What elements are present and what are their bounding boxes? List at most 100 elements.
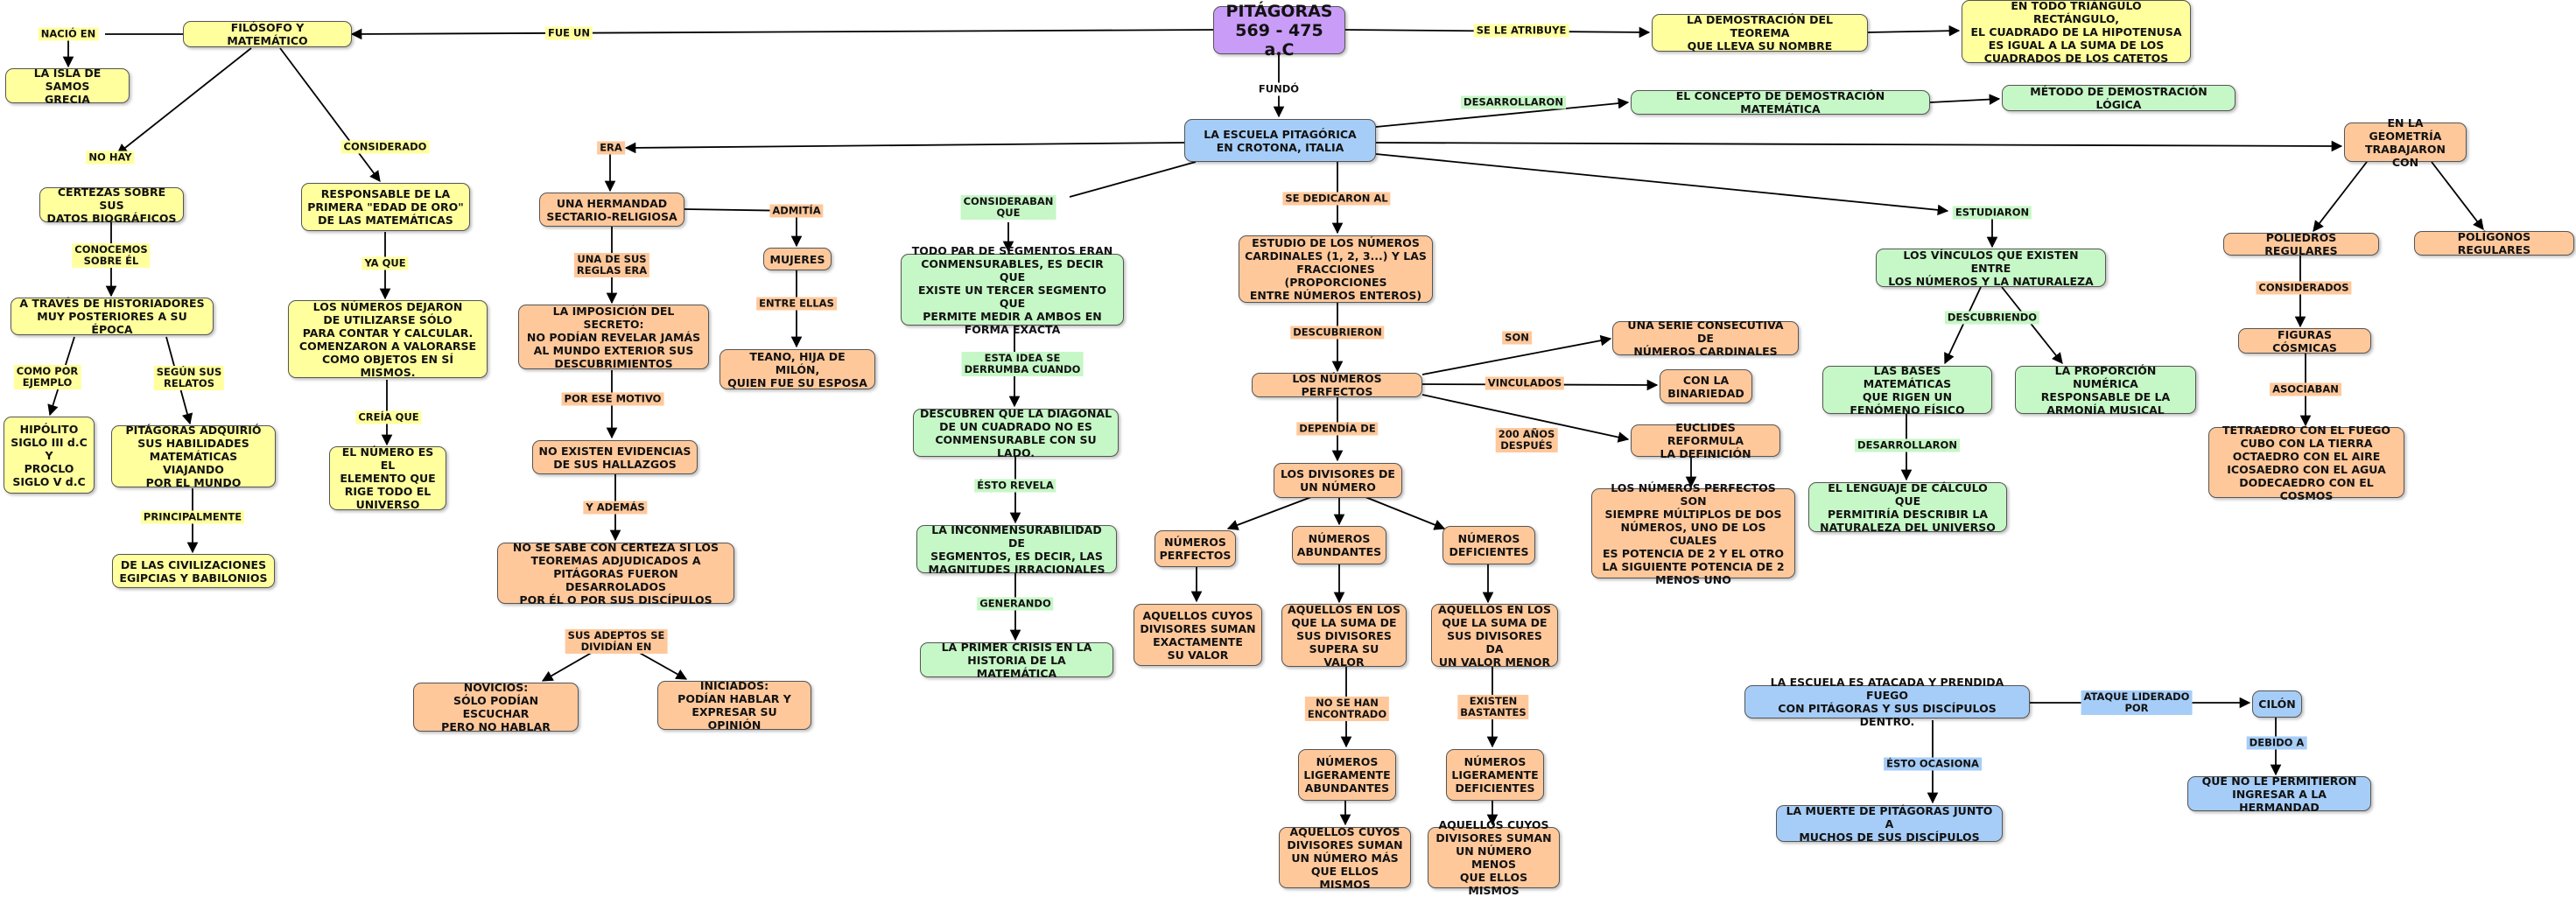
node-hipolito: HIPÓLITO SIGLO III d.C Y PROCLO SIGLO V …	[4, 417, 95, 494]
label-son: SON	[1502, 331, 1532, 345]
edge-vinculos-bases	[1944, 286, 1982, 365]
label-esto-ocasiona: ÉSTO OCASIONA	[1884, 757, 1982, 771]
node-figuras: FIGURAS CÓSMICAS	[2238, 328, 2371, 354]
label-admitia: ADMITÍA	[769, 204, 824, 218]
node-edad-oro: RESPONSABLE DE LA PRIMERA "EDAD DE ORO" …	[301, 183, 470, 231]
label-desarrollaron: DESARROLLARON	[1461, 95, 1566, 109]
label-anos-despues: 200 AÑOS DESPUÉS	[1495, 428, 1558, 452]
label-por-ese-motivo: POR ESE MOTIVO	[561, 392, 664, 406]
label-debido-a: DEBIDO A	[2246, 736, 2307, 750]
node-metodo-logica: MÉTODO DE DEMOSTRACIÓN LÓGICA	[2002, 85, 2236, 111]
node-hermandad: UNA HERMANDAD SECTARIO-RELIGIOSA	[539, 193, 684, 227]
node-multiplos: LOS NÚMEROS PERFECTOS SON SIEMPRE MÚLTIP…	[1591, 481, 1795, 586]
label-entre-ellas: ENTRE ELLAS	[756, 297, 837, 311]
node-concepto-demostracion: EL CONCEPTO DE DEMOSTRACIÓN MATEMÁTICA	[1631, 89, 1930, 116]
node-tetraedro: TETRAEDRO CON EL FUEGO CUBO CON LA TIERR…	[2208, 424, 2404, 502]
label-conocemos: CONOCEMOS SOBRE ÉL	[72, 243, 151, 268]
node-iniciados: INICIADOS: PODÍAN HABLAR Y EXPRESAR SU O…	[657, 679, 811, 732]
node-demostracion-teorema: LA DEMOSTRACIÓN DEL TEOREMA QUE LLEVA SU…	[1652, 13, 1868, 53]
edge-filosofo-certezas	[116, 47, 252, 155]
label-nacio-en: NACIÓ EN	[38, 27, 99, 41]
node-supera: AQUELLOS EN LOS QUE LA SUMA DE SUS DIVIS…	[1281, 603, 1407, 669]
node-numeros-dejaron: LOS NÚMEROS DEJARON DE UTILIZARSE SÓLO P…	[288, 300, 488, 379]
node-perfectos: LOS NÚMEROS PERFECTOS	[1252, 372, 1422, 398]
node-cilon: CILÓN	[2252, 690, 2302, 718]
label-descubriendo: DESCUBRIENDO	[1944, 311, 2040, 325]
node-num-abundantes: NÚMEROS ABUNDANTES	[1292, 526, 1386, 564]
label-ya-que: YA QUE	[361, 256, 409, 270]
label-existen-bastantes: EXISTEN BASTANTES	[1457, 695, 1529, 719]
label-esta-idea: ESTA IDEA SE DERRUMBA CUANDO	[961, 352, 1084, 376]
node-poliedros: POLIEDROS REGULARES	[2223, 231, 2379, 257]
node-divisores: LOS DIVISORES DE UN NÚMERO	[1274, 463, 1402, 498]
node-novicios: NOVICIOS: SÓLO PODÍAN ESCUCHAR PERO NO H…	[413, 681, 579, 733]
node-mujeres: MUJERES	[763, 248, 832, 270]
edge-divisores-numperfectos	[1226, 496, 1312, 530]
node-civilizaciones: DE LAS CIVILIZACIONES EGIPCIAS Y BABILON…	[112, 554, 275, 588]
edge-geometria-poligonos	[2431, 161, 2484, 231]
node-triangulo: EN TODO TRIÁNGULO RECTÁNGULO, EL CUADRAD…	[1962, 0, 2191, 65]
node-pitagoras: PITÁGORAS 569 - 475 a.C	[1213, 2, 1345, 60]
label-generando: GENERANDO	[977, 597, 1054, 611]
node-primera-crisis: LA PRIMER CRISIS EN LA HISTORIA DE LA MA…	[920, 641, 1113, 680]
edge-perfectos-euclides	[1421, 394, 1630, 443]
label-principalmente: PRINCIPALMENTE	[140, 510, 245, 524]
node-bases: LAS BASES MATEMÁTICAS QUE RIGEN UN FENÓM…	[1822, 364, 1992, 417]
label-esto-revela: ÉSTO REVELA	[974, 479, 1056, 493]
node-teano: TEANO, HIJA DE MILÓN, QUIEN FUE SU ESPOS…	[719, 349, 875, 389]
node-vinculos: LOS VÍNCULOS QUE EXISTEN ENTRE LOS NÚMER…	[1876, 249, 2106, 288]
label-una-de-sus-reglas: UNA DE SUS REGLAS ERA	[573, 253, 650, 277]
label-no-hay: NO HAY	[86, 151, 135, 165]
edge-filosofo-edadoro	[279, 47, 381, 183]
node-inconmensurabilidad: LA INCONMENSURABILIDAD DE SEGMENTOS, ES …	[916, 523, 1117, 576]
label-descubrieron: DESCUBRIERON	[1290, 326, 1385, 340]
edge-demostracion-triangulo	[1867, 25, 1961, 37]
node-estudio-numeros: ESTUDIO DE LOS NÚMEROS CARDINALES (1, 2,…	[1239, 235, 1433, 303]
node-no-certeza: NO SE SABE CON CERTEZA SI LOS TEOREMAS A…	[497, 541, 734, 606]
label-se-dedicaron-al: SE DEDICARON AL	[1282, 192, 1391, 206]
label-considerado: CONSIDERADO	[340, 140, 430, 154]
node-suman-exacto: AQUELLOS CUYOS DIVISORES SUMAN EXACTAMEN…	[1134, 604, 1262, 666]
label-sus-adeptos: SUS ADEPTOS SE DIVIDÍAN EN	[565, 629, 668, 654]
edge-divisores-numdeficientes	[1365, 496, 1446, 530]
edge-escuela-segmentos	[1069, 161, 1197, 198]
node-menos-uno: AQUELLOS CUYOS DIVISORES SUMAN UN NÚMERO…	[1428, 818, 1560, 897]
node-num-perfectos: NÚMEROS PERFECTOS	[1155, 530, 1236, 567]
node-euclides: EUCLIDES REFORMULA LA DEFINICIÓN	[1631, 421, 1780, 460]
node-escuela: LA ESCUELA PITAGÓRICA EN CROTONA, ITALIA	[1184, 119, 1376, 162]
node-serie: UNA SERIE CONSECUTIVA DE NÚMEROS CARDINA…	[1612, 319, 1799, 358]
node-mas-uno: AQUELLOS CUYOS DIVISORES SUMAN UN NÚMERO…	[1279, 825, 1411, 891]
label-estudiaron: ESTUDIARON	[1952, 206, 2032, 220]
node-no-evidencias: NO EXISTEN EVIDENCIAS DE SUS HALLAZGOS	[532, 440, 698, 474]
label-y-ademas: Y ADEMÁS	[583, 501, 648, 515]
node-filosofo: FILÓSOFO Y MATEMÁTICO	[183, 21, 352, 47]
label-asociaban: ASOCIABAN	[2270, 382, 2341, 396]
edge-pitagoras-filosofo	[350, 28, 1214, 40]
node-certezas: CERTEZAS SOBRE SUS DATOS BIOGRÁFICOS	[39, 186, 184, 225]
edge-geometria-poliedros	[2313, 161, 2368, 232]
node-isla-samos: LA ISLA DE SAMOS GRECIA	[5, 67, 130, 106]
node-no-permitieron: QUE NO LE PERMITIERON INGRESAR A LA HERM…	[2187, 774, 2371, 814]
edge-vinculos-proporcion	[2001, 286, 2063, 364]
edge-concepto-metodo	[1929, 94, 2001, 105]
node-lenguaje: EL LENGUAJE DE CÁLCULO QUE PERMITIRÍA DE…	[1808, 481, 2007, 534]
edge-perfectos-serie	[1421, 334, 1612, 375]
node-poligonos: POLÍGONOS REGULARES	[2414, 230, 2574, 256]
edge-escuela-estudiaron	[1375, 153, 1949, 216]
node-num-deficientes: NÚMEROS DEFICIENTES	[1442, 526, 1535, 564]
label-no-se-han: NO SE HAN ENCONTRADO	[1304, 697, 1390, 721]
node-geometria: EN LA GEOMETRÍA TRABAJARON CON	[2344, 116, 2467, 169]
label-se-le-atribuye: SE LE ATRIBUYE	[1473, 24, 1569, 38]
label-segun-sus-relatos: SEGÚN SUS RELATOS	[153, 366, 225, 390]
label-consideraban-que: CONSIDERABAN QUE	[960, 195, 1056, 220]
node-imposicion: LA IMPOSICIÓN DEL SECRETO: NO PODÍAN REV…	[518, 305, 709, 370]
label-vinculados: VINCULADOS	[1485, 376, 1565, 390]
node-historiadores: A TRAVÉS DE HISTORIADORES MUY POSTERIORE…	[11, 297, 214, 336]
label-creia-que: CREÍA QUE	[355, 410, 422, 424]
label-fundo: FUNDÓ	[1255, 82, 1302, 96]
node-lig-abundantes: NÚMEROS LIGERAMENTE ABUNDANTES	[1298, 749, 1396, 801]
node-diagonal: DESCUBREN QUE LA DIAGONAL DE UN CUADRADO…	[913, 407, 1119, 459]
label-era: ERA	[597, 141, 625, 155]
edge-escuela-era	[624, 142, 1185, 154]
